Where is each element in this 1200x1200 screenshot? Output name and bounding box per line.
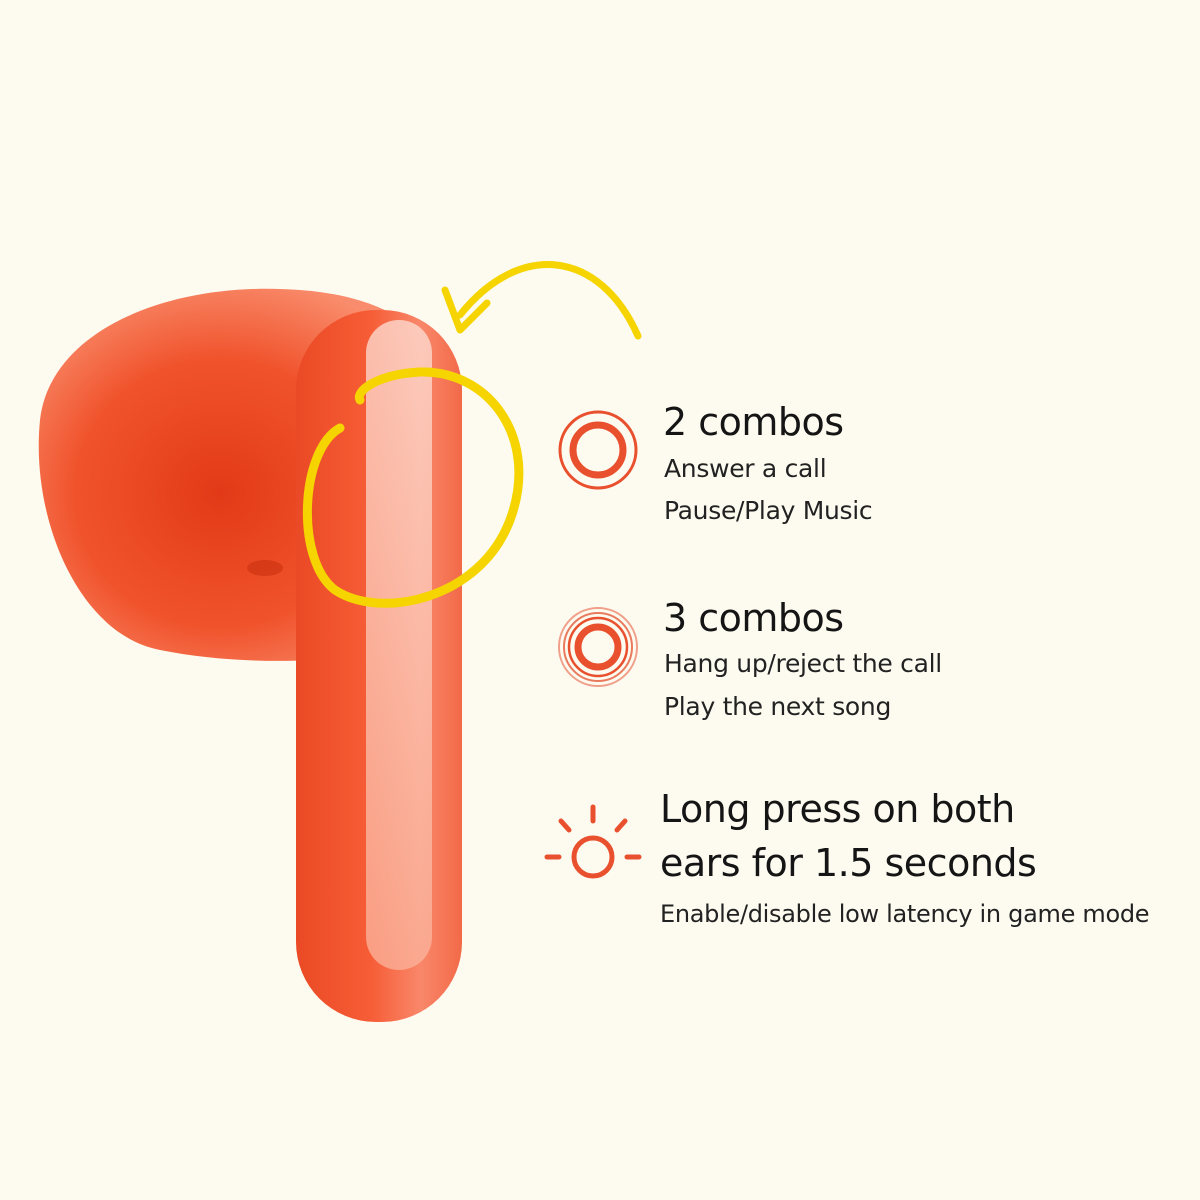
feature-line: Enable/disable low latency in game mode (660, 900, 1150, 928)
yellow-arrow-icon (456, 261, 642, 340)
feature-line: Answer a call (664, 454, 827, 483)
yellow-tap-circle-icon (302, 367, 524, 608)
feature-title-line-1: Long press on both (660, 787, 1015, 831)
long-press-sun-icon (544, 804, 642, 879)
feature-line: Pause/Play Music (664, 496, 873, 525)
feature-line: Hang up/reject the call (664, 649, 942, 678)
feature-title: 3 combos (663, 596, 844, 640)
feature-title: 2 combos (663, 400, 844, 444)
triple-ring-tap-icon (558, 607, 638, 687)
double-ring-tap-icon (558, 410, 638, 490)
feature-title-line-2: ears for 1.5 seconds (660, 841, 1037, 885)
feature-line: Play the next song (664, 692, 892, 721)
